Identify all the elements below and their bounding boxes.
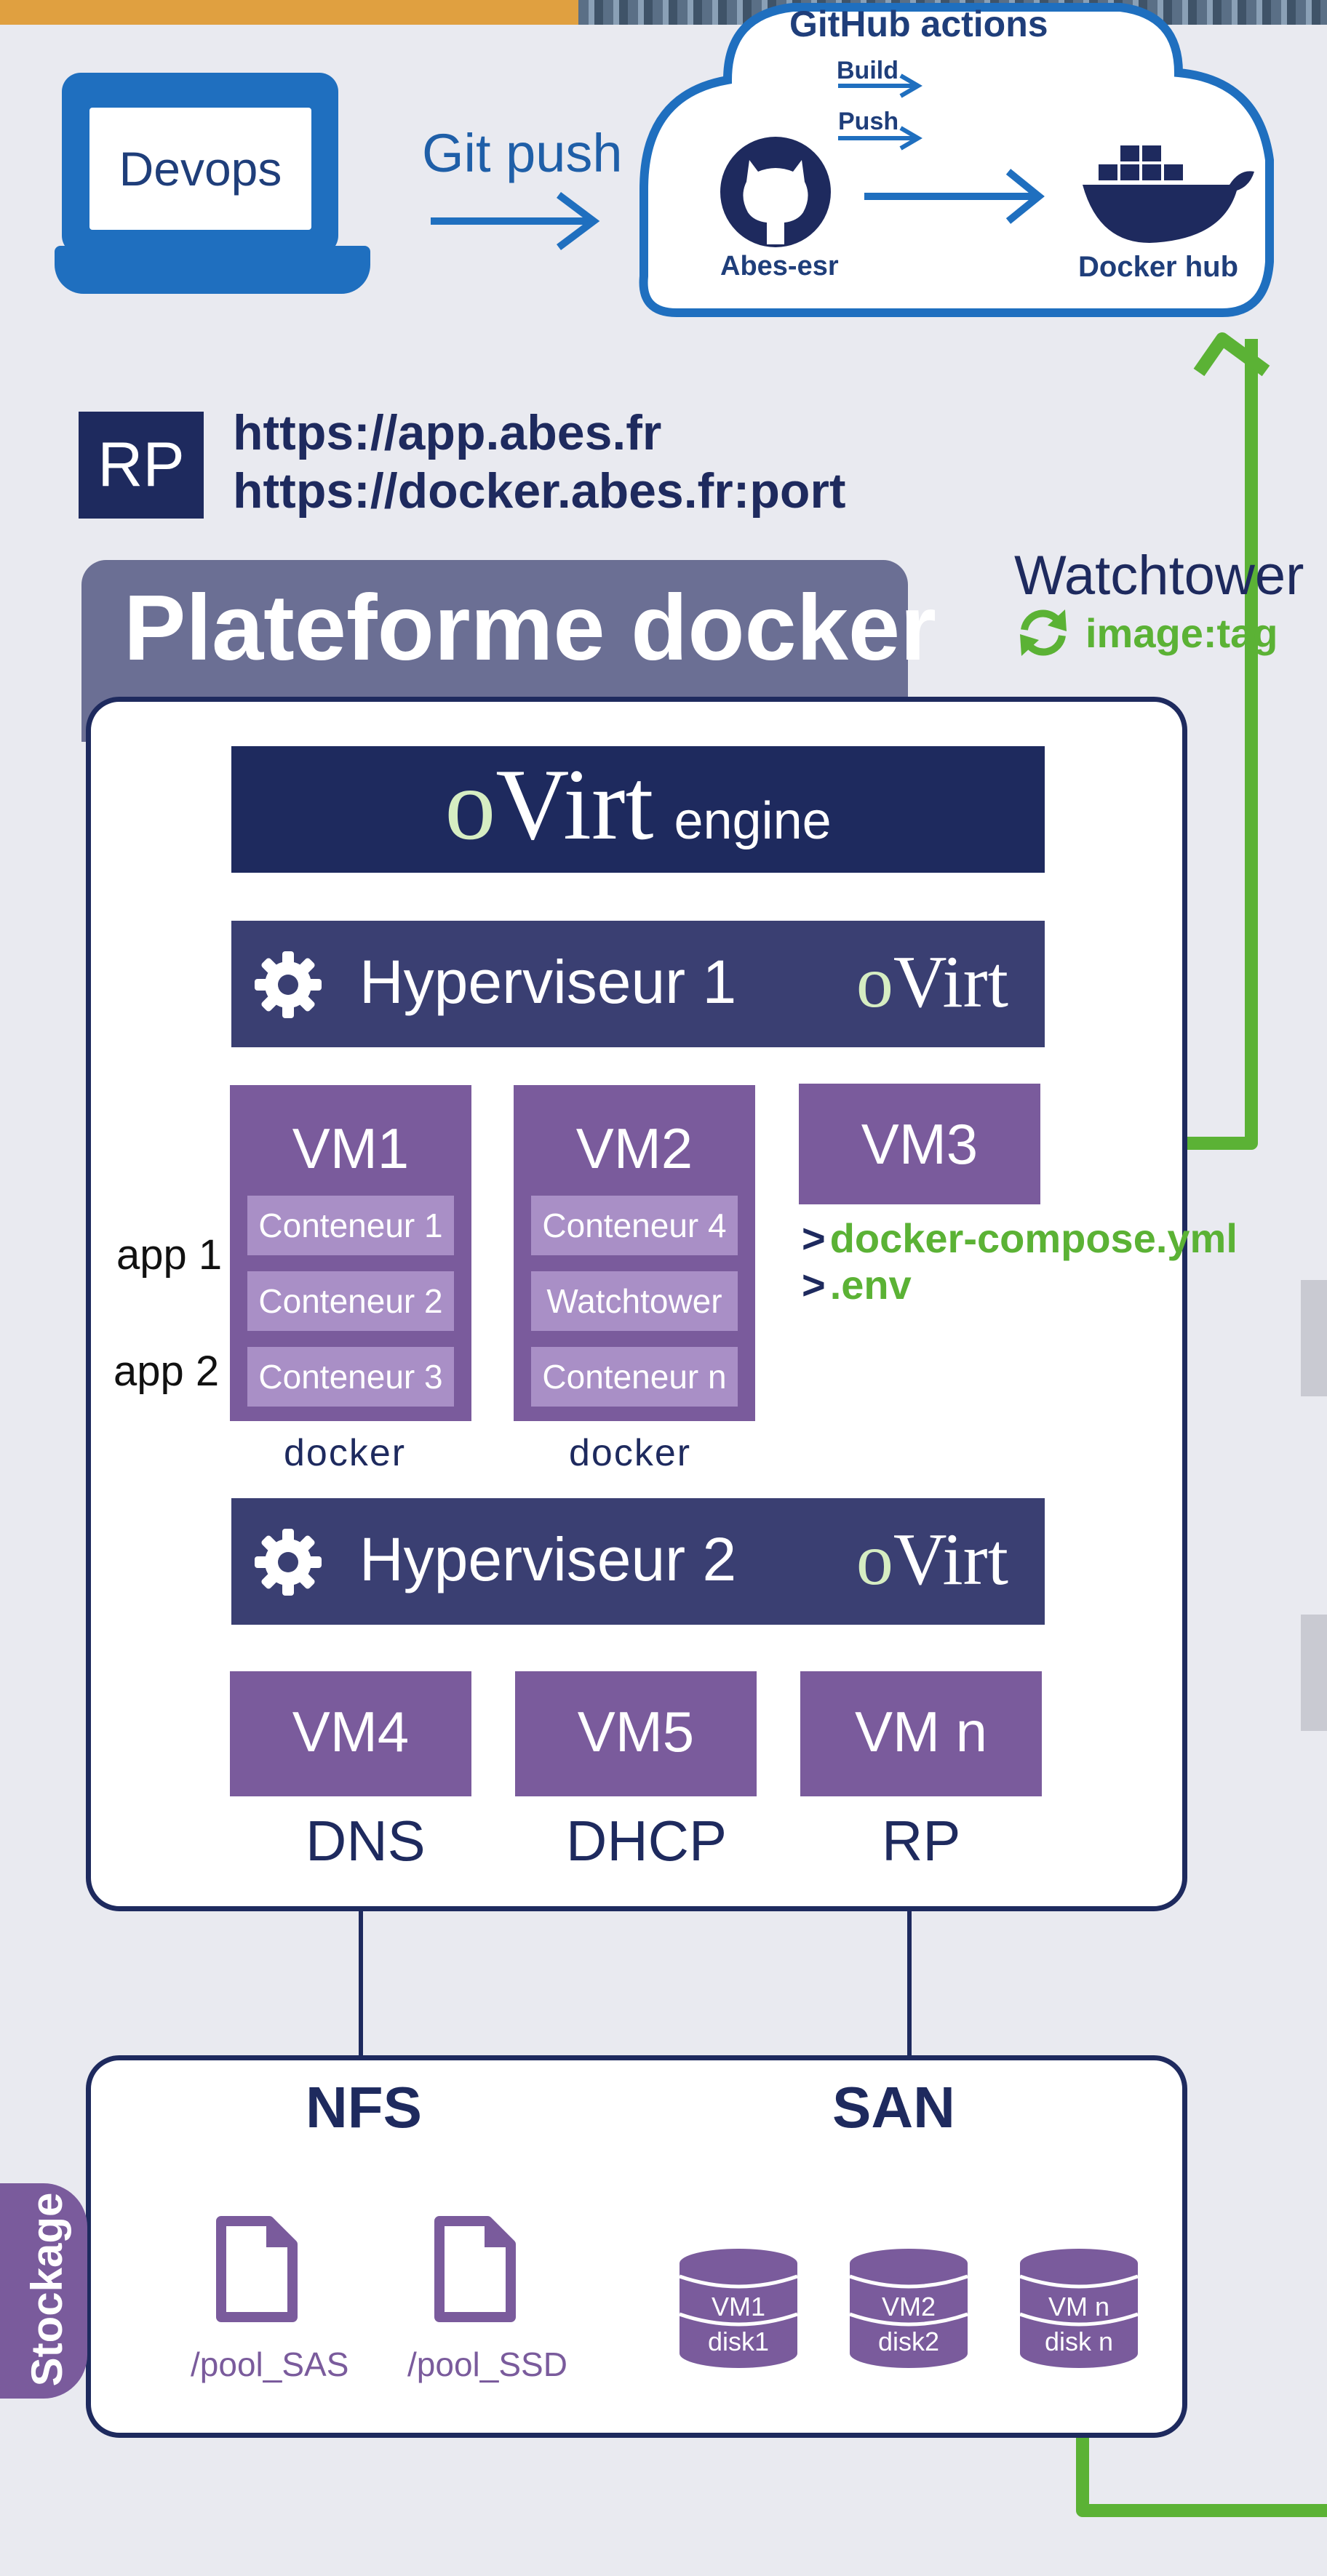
- devops-label: Devops: [89, 108, 311, 230]
- build-label: Build: [837, 57, 898, 84]
- vm-name: VM n: [854, 1700, 988, 1764]
- vm-name: VM1: [292, 1116, 410, 1180]
- file-icon: [216, 2216, 298, 2322]
- rp-badge: RP: [79, 412, 204, 519]
- watchtower-title: Watchtower: [1014, 545, 1304, 607]
- docker-hub-label: Docker hub: [1078, 251, 1239, 283]
- database-icon: VM1 disk1: [677, 2247, 800, 2369]
- vm-card-vm2: VM2 Conteneur 4 Watchtower Conteneur n: [514, 1085, 755, 1421]
- side-decoration: [1301, 1615, 1327, 1731]
- ovirt-engine: oVirt engine: [231, 746, 1045, 873]
- disk-name-label: disk1: [707, 2327, 770, 2356]
- container-box: Conteneur 2: [247, 1271, 454, 1331]
- top-orange-strip: [0, 0, 578, 25]
- docker-label: docker: [284, 1432, 407, 1474]
- platform-title: Plateforme docker: [124, 576, 936, 680]
- san-title: SAN: [832, 2075, 955, 2140]
- github-actions-title: GitHub actions: [789, 4, 1048, 44]
- hypervisor-2: Hyperviseur 2 oVirt: [231, 1498, 1045, 1625]
- app-1-label: app 1: [116, 1231, 223, 1279]
- app-2-label: app 2: [113, 1348, 220, 1395]
- hypervisor-2-label: Hyperviseur 2: [359, 1525, 737, 1593]
- container-box: Conteneur n: [531, 1347, 738, 1407]
- laptop-base: [55, 246, 370, 294]
- side-decoration: [1301, 1280, 1327, 1396]
- vm-card-vm3: VM3: [799, 1084, 1040, 1204]
- vm-name: VM4: [292, 1700, 410, 1764]
- url-app: https://app.abes.fr: [233, 405, 662, 460]
- disk-vm-label: VM1: [711, 2292, 766, 2321]
- ovirt-engine-brand: oVirt: [445, 748, 654, 861]
- url-docker: https://docker.abes.fr:port: [233, 463, 846, 519]
- image-tag-label: image:tag: [1085, 610, 1278, 656]
- vm-name: VM3: [861, 1112, 979, 1176]
- env-file: >.env: [802, 1262, 912, 1308]
- vm-name: VM5: [577, 1700, 695, 1764]
- container-box: Conteneur 4: [531, 1196, 738, 1255]
- push-label: Push: [838, 108, 899, 135]
- gear-icon: [255, 1529, 322, 1596]
- disk-vm-label: VM2: [881, 2292, 936, 2321]
- compose-file-name: docker-compose.yml: [829, 1215, 1238, 1261]
- hypervisor-1-brand: oVirt: [856, 941, 1008, 1023]
- refresh-icon: [1020, 609, 1067, 656]
- disk-name-label: disk2: [877, 2327, 940, 2356]
- database-icon: VM n disk n: [1017, 2247, 1141, 2369]
- disk-vm-label: VM n: [1048, 2292, 1110, 2321]
- role-dhcp: DHCP: [566, 1809, 728, 1873]
- container-box: Conteneur 3: [247, 1347, 454, 1407]
- nfs-title: NFS: [306, 2075, 422, 2140]
- docker-label: docker: [569, 1432, 692, 1474]
- docker-whale-icon: [1083, 145, 1254, 243]
- vm-card-vm4: VM4: [230, 1671, 471, 1796]
- database-icon: VM2 disk2: [847, 2247, 971, 2369]
- pool-ssd-label: /pool_SSD: [407, 2345, 567, 2383]
- compose-file: >docker-compose.yml: [802, 1215, 1238, 1261]
- hypervisor-2-brand: oVirt: [856, 1519, 1008, 1601]
- disk-name-label: disk n: [1044, 2327, 1114, 2356]
- hypervisor-1-label: Hyperviseur 1: [359, 948, 737, 1016]
- hypervisor-1: Hyperviseur 1 oVirt: [231, 921, 1045, 1047]
- storage-tab: [0, 2183, 87, 2399]
- role-dns: DNS: [306, 1809, 426, 1873]
- file-icon: [434, 2216, 516, 2322]
- github-icon: [720, 137, 831, 247]
- vm-name: VM2: [575, 1116, 693, 1180]
- vm-card-vm5: VM5: [515, 1671, 757, 1796]
- pool-sas-label: /pool_SAS: [191, 2345, 349, 2383]
- gear-icon: [255, 951, 322, 1018]
- ovirt-engine-label: engine: [674, 792, 832, 850]
- vm-card-vmn: VM n: [800, 1671, 1042, 1796]
- container-box: Conteneur 1: [247, 1196, 454, 1255]
- env-file-name: .env: [829, 1262, 912, 1308]
- role-rp: RP: [882, 1809, 961, 1873]
- abes-esr-label: Abes-esr: [720, 251, 839, 281]
- git-push-label: Git push: [422, 123, 623, 183]
- container-box: Watchtower: [531, 1271, 738, 1331]
- vm-card-vm1: VM1 Conteneur 1 Conteneur 2 Conteneur 3: [230, 1085, 471, 1421]
- storage-tab-label: Stockage: [23, 2192, 71, 2387]
